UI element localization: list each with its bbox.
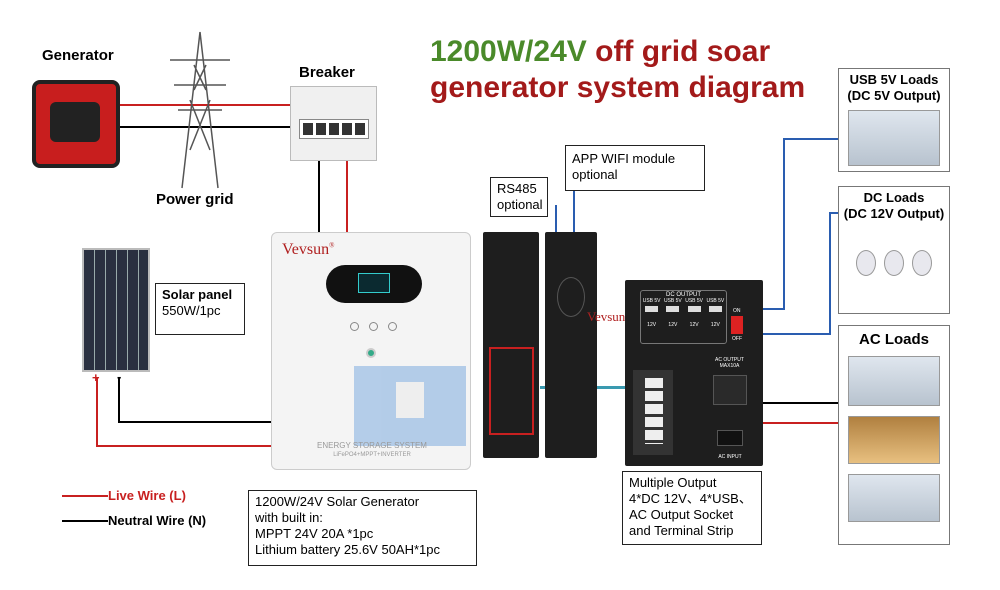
info-line: MPPT 24V 20A *1pc: [255, 526, 374, 541]
legend-neutral-line: [62, 520, 108, 522]
dc-load-wire: [760, 333, 830, 335]
ac-input-socket: [717, 430, 743, 446]
ac-loads-box: AC Loads: [838, 325, 950, 545]
laptop-image: [848, 474, 940, 522]
unit-reg: ®: [329, 241, 335, 250]
display-screen: [326, 265, 422, 303]
generator-image: [32, 80, 120, 168]
usb-load-wire-v: [783, 138, 785, 310]
inverter-back-panel: [483, 232, 539, 458]
live-wire-breaker: [346, 160, 348, 232]
generator-info-box: 1200W/24V Solar Generator with built in:…: [248, 490, 477, 566]
power-grid-label: Power grid: [156, 191, 234, 208]
dc-loads-subtitle: (DC 12V Output): [843, 206, 945, 221]
multi-output-line: AC Output Socket: [629, 507, 734, 522]
multi-output-box: Multiple Output 4*DC 12V、4*USB、 AC Outpu…: [622, 471, 762, 545]
dc12-port: 12V: [710, 322, 720, 328]
power-grid-tower-icon: [170, 31, 230, 189]
solar-positive-wire: [96, 378, 98, 446]
solar-title: Solar panel: [162, 287, 233, 302]
solar-panel-info-box: Solar panel 550W/1pc: [155, 283, 245, 335]
generator-label: Generator: [42, 47, 114, 64]
multi-output-line: 4*DC 12V、4*USB、: [629, 491, 752, 506]
dc-bulbs-image: [839, 250, 949, 276]
rs485-line: optional: [497, 197, 543, 212]
wifi-module-box: APP WIFI module optional: [565, 145, 705, 191]
neutral-wire-generator: [110, 126, 295, 128]
usb-port: USB 5V: [663, 298, 682, 304]
unit-brand: Vevsun: [282, 241, 330, 258]
info-line: Lithium battery 25.6V 50AH*1pc: [255, 542, 440, 557]
live-wire-generator: [110, 104, 295, 106]
unit-system-text: ENERGY STORAGE SYSTEM: [317, 441, 427, 450]
usb-loads-box: USB 5V Loads (DC 5V Output): [838, 68, 950, 172]
solar-generator-unit: Vevsun® ENERGY STORAGE SYSTEM LiFePO4+MP…: [271, 232, 471, 470]
power-switch[interactable]: [731, 316, 743, 334]
multi-output-line: Multiple Output: [629, 475, 717, 490]
breaker-box: [290, 86, 377, 161]
dc-load-wire-v: [829, 212, 831, 335]
dc12-port: 12V: [647, 322, 657, 328]
title-line2: generator system diagram: [430, 71, 806, 104]
solar-minus-label: -: [117, 369, 122, 384]
battery-window: [354, 366, 466, 446]
solar-negative-wire-h: [118, 421, 272, 423]
unit-subtitle-text: LiFePO4+MPPT+INVERTER: [333, 452, 411, 458]
switch-off-label: OFF: [732, 336, 742, 342]
switch-on-label: ON: [733, 308, 741, 314]
info-line: with built in:: [255, 510, 323, 525]
dc-load-wire-h: [829, 212, 839, 214]
fan-image: [848, 356, 940, 406]
dc-output-label: DC OUTPUT: [666, 292, 701, 298]
solar-positive-wire-h: [96, 445, 272, 447]
usb-devices-image: [848, 110, 940, 166]
rs485-line: RS485: [497, 181, 537, 196]
control-buttons: [350, 322, 397, 331]
title-part2: off grid soar: [586, 35, 771, 68]
ac-neutral-wire: [763, 402, 839, 404]
lamp-image: [848, 416, 940, 464]
title-part1: 1200W/24V: [430, 35, 587, 68]
usb-load-wire-h: [783, 138, 839, 140]
watermark-brand: Vevsun: [587, 309, 626, 324]
ac-output-label: AC OUTPUT MAX10A: [715, 357, 744, 369]
power-button[interactable]: [366, 348, 376, 358]
dc-loads-title: DC Loads: [863, 190, 925, 205]
usb-port: USB 5V: [685, 298, 704, 304]
inverter-side-panel: [545, 232, 597, 458]
terminal-highlight: [489, 347, 534, 435]
dc-loads-box: DC Loads (DC 12V Output): [838, 186, 950, 314]
wifi-line: optional: [572, 167, 618, 182]
usb-loads-subtitle: (DC 5V Output): [847, 88, 941, 103]
usb-port: USB 5V: [642, 298, 661, 304]
legend-live-label: Live Wire (L): [108, 488, 186, 503]
solar-spec: 550W/1pc: [162, 303, 221, 318]
usb-port: USB 5V: [706, 298, 725, 304]
usb-load-wire: [760, 308, 784, 310]
usb-loads-title: USB 5V Loads: [849, 72, 939, 87]
ac-live-wire: [763, 422, 839, 424]
ac-input-label: AC INPUT: [718, 454, 742, 460]
ac-socket: [713, 375, 747, 405]
multi-output-line: and Terminal Strip: [629, 523, 734, 538]
breaker-label: Breaker: [299, 64, 355, 81]
solar-negative-wire: [118, 378, 120, 422]
neutral-wire-breaker: [318, 160, 320, 232]
ac-loads-title: AC Loads: [858, 331, 929, 348]
info-line: 1200W/24V Solar Generator: [255, 494, 420, 509]
solar-panel-image: [82, 248, 150, 372]
wifi-line: APP WIFI module: [572, 151, 676, 166]
solar-plus-label: +: [92, 370, 100, 385]
legend-live-line: [62, 495, 108, 497]
diagram-title: 1200W/24V off grid soar generator system…: [430, 34, 805, 106]
dc12-port: 12V: [689, 322, 699, 328]
rs485-box: RS485 optional: [490, 177, 548, 217]
legend-neutral-label: Neutral Wire (N): [108, 513, 207, 528]
dc12-port: 12V: [668, 322, 678, 328]
